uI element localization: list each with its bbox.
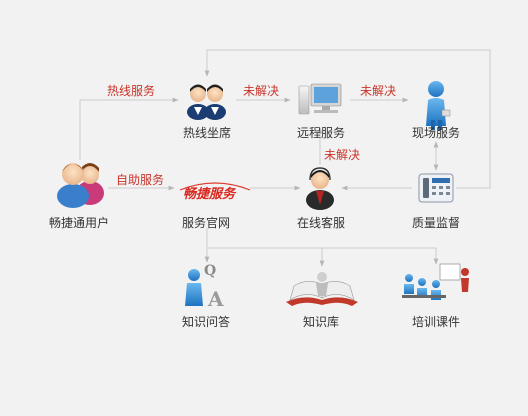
- node-label-hotline: 热线坐席: [183, 126, 232, 140]
- connector-lines: [79, 49, 491, 267]
- node-label-qa: 知识问答: [182, 315, 231, 329]
- node-label-training: 培训课件: [412, 315, 461, 329]
- node-label-onsite: 现场服务: [412, 126, 461, 140]
- edge-label-self-service: 自助服务: [116, 173, 165, 187]
- node-label-remote: 远程服务: [297, 126, 346, 140]
- website-logo-text: 畅捷服务: [183, 186, 237, 202]
- node-label-website: 服务官网: [182, 216, 231, 230]
- edge-label-unresolved-1: 未解决: [243, 84, 280, 98]
- node-label-online: 在线客服: [297, 216, 346, 230]
- phone-icon: [418, 173, 454, 203]
- edge-label-unresolved-2: 未解决: [360, 84, 397, 98]
- open-book-icon: [286, 272, 358, 306]
- node-label-kb: 知识库: [303, 315, 340, 329]
- node-label-quality: 质量监督: [412, 216, 461, 230]
- user-icon: [57, 163, 104, 208]
- onsite-engineer-icon: [426, 81, 451, 130]
- edge-label-hotline-service: 热线服务: [107, 84, 156, 98]
- training-icon: [402, 263, 469, 300]
- node-label-user: 畅捷通用户: [49, 216, 110, 230]
- edge-user-hotline: [79, 97, 179, 160]
- svg-text:Q: Q: [204, 263, 216, 279]
- headset-agents-icon: [187, 84, 226, 120]
- website-logo: 畅捷服务: [179, 182, 251, 202]
- svg-text:A: A: [207, 287, 224, 311]
- edge-label-unresolved-3: 未解决: [324, 148, 361, 162]
- edge-feedback-loop: [204, 49, 491, 189]
- computer-icon: [298, 83, 342, 115]
- qa-figure-icon: Q A: [185, 263, 224, 311]
- online-agent-icon: [306, 167, 334, 210]
